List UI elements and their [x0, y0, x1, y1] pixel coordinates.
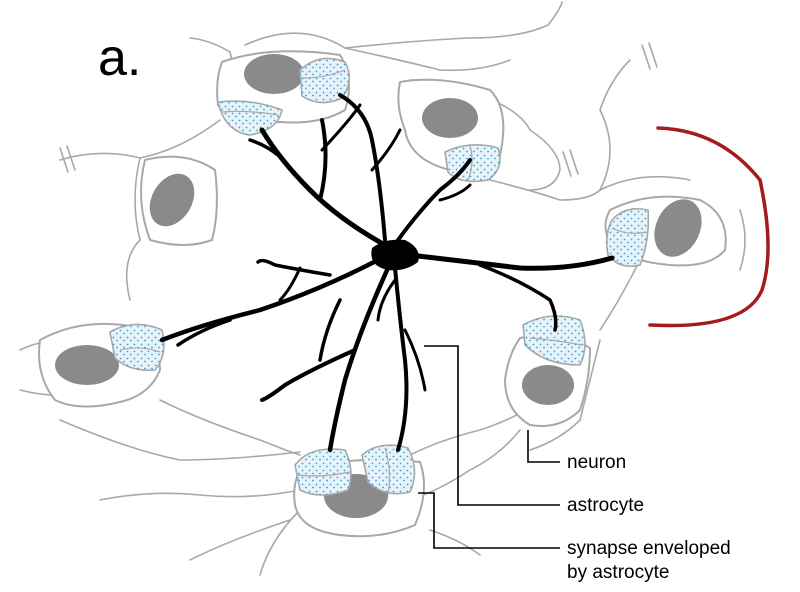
label-synapse-line2: by astrocyte: [567, 562, 669, 583]
synapses: [109, 57, 650, 496]
synapse: [217, 100, 283, 136]
label-neuron: neuron: [567, 452, 626, 473]
synapse-leader: [418, 492, 560, 549]
synapse: [605, 207, 650, 268]
nucleus: [654, 199, 702, 257]
neuron-cell-left-upper: [140, 155, 218, 246]
nucleus: [55, 345, 119, 385]
synapse: [444, 144, 501, 183]
label-astrocyte: astrocyte: [567, 495, 644, 516]
synapse: [361, 444, 416, 496]
synapse: [299, 57, 351, 104]
astrocyte: [159, 93, 615, 453]
astrocyte-leader: [424, 345, 560, 506]
synapse: [109, 323, 165, 372]
astrocyte-soma: [371, 239, 419, 271]
synapse: [294, 448, 352, 496]
synapse: [522, 315, 586, 366]
neuron-leader: [527, 430, 560, 463]
astrocyte-processes: [159, 93, 615, 453]
neuron-cells: [38, 50, 727, 538]
nucleus: [522, 365, 574, 405]
red-bracket: [648, 126, 770, 328]
nucleus: [244, 54, 304, 94]
break-marks: [59, 42, 658, 177]
panel-label: a.: [98, 29, 141, 87]
leader-lines: [418, 345, 560, 549]
nucleus: [422, 98, 478, 138]
nucleus: [149, 173, 195, 227]
label-synapse-line1: synapse enveloped: [567, 538, 731, 559]
